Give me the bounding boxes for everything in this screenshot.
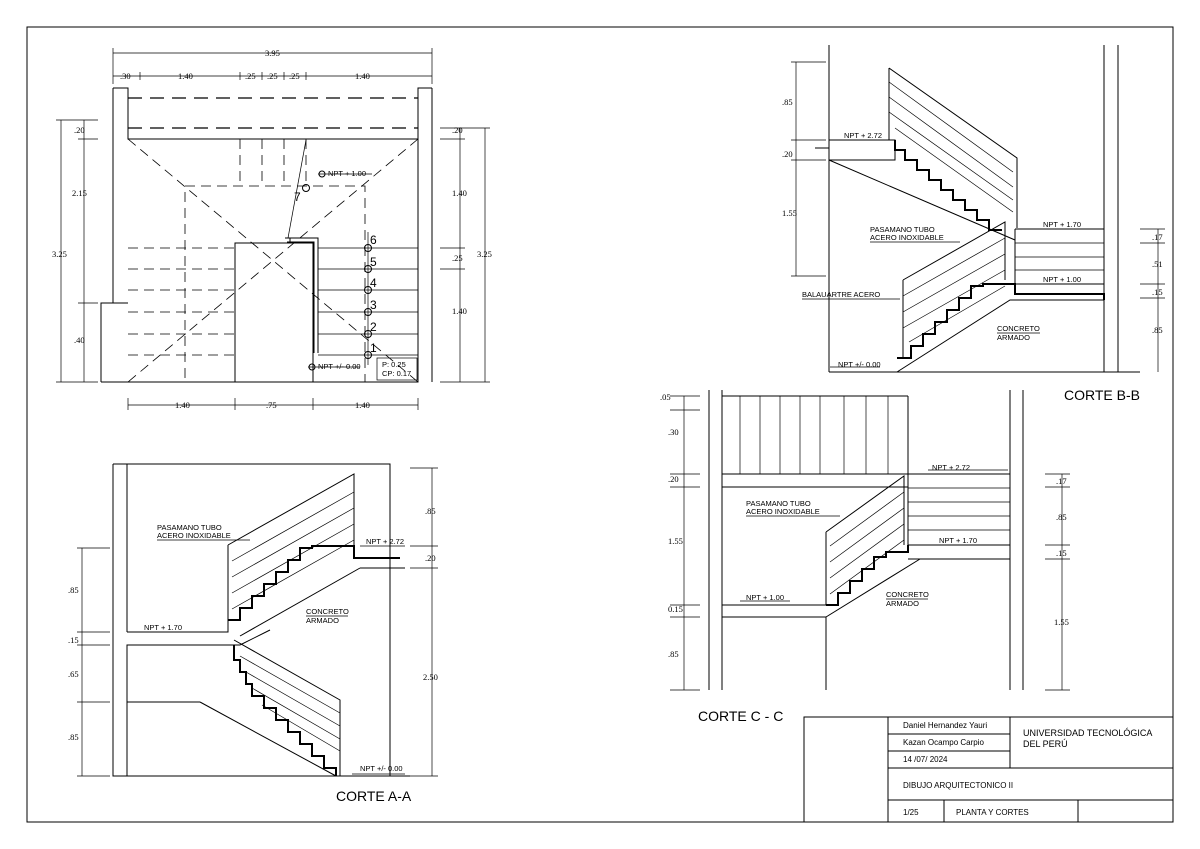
aa-dim-left-0: .85 (68, 585, 79, 595)
step-number-4: 4 (370, 276, 377, 290)
university-line-1: UNIVERSIDAD TECNOLÓGICA (1023, 728, 1152, 738)
cc-dim-right-3: 1.55 (1054, 617, 1069, 627)
aa-dim-left-3: .85 (68, 732, 79, 742)
cc-dim-left-2: .20 (668, 474, 679, 484)
cc-npt-272: NPT + 2.72 (932, 463, 970, 472)
stair-plan: 7 6 5 4 3 2 1 NPT + 1.00 NPT +/- 0.00 P:… (52, 48, 492, 410)
bb-dim-left-0: .85 (782, 97, 793, 107)
title-block: Daniel Hernandez Yauri Kazan Ocampo Carp… (803, 716, 1174, 823)
author-2: Kazan Ocampo Carpio (903, 738, 984, 747)
cc-handrail-2: ACERO INOXIDABLE (746, 507, 820, 516)
sheet-name: PLANTA Y CORTES (956, 808, 1029, 817)
cc-npt-100: NPT + 1.00 (746, 593, 784, 602)
bb-npt-000: NPT +/- 0.00 (838, 360, 881, 369)
plan-cp-label: CP: 0.17 (382, 369, 411, 378)
aa-dim-left-2: .65 (68, 669, 79, 679)
cc-dim-left-3: 1.55 (668, 536, 683, 546)
aa-dim-right-2: 2.50 (423, 672, 438, 682)
bb-npt-100: NPT + 1.00 (1043, 275, 1081, 284)
step-number-2: 2 (370, 320, 377, 334)
author-1: Daniel Hernandez Yauri (903, 721, 987, 730)
step-number-5: 5 (370, 255, 377, 269)
section-bb: NPT + 2.72 NPT + 1.70 NPT + 1.00 NPT +/-… (782, 45, 1165, 403)
cc-handrail-1: PASAMANO TUBO (746, 499, 811, 508)
bb-dim-right-3: .85 (1152, 325, 1163, 335)
plan-npt-top: NPT + 1.00 (328, 169, 366, 178)
cc-dim-right-0: .17 (1056, 476, 1067, 486)
aa-handrail-1: PASAMANO TUBO (157, 523, 222, 532)
bb-baluster: BALAUARTRE ACERO (802, 290, 880, 299)
plan-dim-left-1: 2.15 (72, 188, 87, 198)
bb-concrete-1: CONCRETO (997, 324, 1040, 333)
plan-dim-top-0: .30 (120, 71, 131, 81)
plan-dim-bottom-0: 1.40 (175, 400, 190, 410)
section-cc: NPT + 2.72 NPT + 1.70 NPT + 1.00 PASAMAN… (660, 390, 1070, 724)
bb-dim-left-1: .20 (782, 149, 793, 159)
plan-dim-right-total: 3.25 (477, 249, 492, 259)
plan-dim-left-total: 3.25 (52, 249, 67, 259)
plan-dim-left-2: .40 (74, 335, 85, 345)
bb-dim-right-0: .17 (1152, 232, 1163, 242)
aa-concrete-2: ARMADO (306, 616, 339, 625)
cc-dim-left-0: .05 (660, 392, 671, 402)
bb-title: CORTE B-B (1064, 387, 1140, 403)
step-number-6: 6 (370, 233, 377, 247)
cc-dim-right-2: .15 (1056, 548, 1067, 558)
aa-dim-right-1: .20 (425, 553, 436, 563)
course: DIBUJO ARQUITECTONICO II (903, 781, 1013, 790)
scale: 1/25 (903, 808, 919, 817)
plan-npt-bottom: NPT +/- 0.00 (318, 362, 361, 371)
cc-dim-left-4: 0.15 (668, 604, 683, 614)
cc-dim-left-1: .30 (668, 427, 679, 437)
bb-handrail-2: ACERO INOXIDABLE (870, 233, 944, 242)
cc-dim-right-1: .85 (1056, 512, 1067, 522)
plan-dim-top-1: 1.40 (178, 71, 193, 81)
cc-concrete-1: CONCRETO (886, 590, 929, 599)
plan-dim-bottom-2: 1.40 (355, 400, 370, 410)
bb-concrete-2: ARMADO (997, 333, 1030, 342)
aa-handrail-2: ACERO INOXIDABLE (157, 531, 231, 540)
university-line-2: DEL PERÚ (1023, 739, 1068, 749)
step-number-1: 1 (370, 341, 377, 355)
bb-npt-272: NPT + 2.72 (844, 131, 882, 140)
plan-dim-bottom-1: .75 (266, 400, 277, 410)
aa-npt-272: NPT + 2.72 (366, 537, 404, 546)
bb-npt-170: NPT + 1.70 (1043, 220, 1081, 229)
plan-dim-right-1: 1.40 (452, 188, 467, 198)
plan-dim-top-3: .25 (267, 71, 278, 81)
plan-dim-top-2: .25 (245, 71, 256, 81)
bb-dim-right-2: .15 (1152, 287, 1163, 297)
plan-dim-right-3: 1.40 (452, 306, 467, 316)
aa-dim-right-0: .85 (425, 506, 436, 516)
aa-title: CORTE A-A (336, 788, 412, 804)
sheet-border (26, 26, 1174, 823)
plan-dim-right-0: .20 (452, 125, 463, 135)
plan-dim-left-0: .20 (74, 125, 85, 135)
cc-concrete-2: ARMADO (886, 599, 919, 608)
plan-dim-top-4: .25 (289, 71, 300, 81)
date: 14 /07/ 2024 (903, 755, 948, 764)
aa-npt-170: NPT + 1.70 (144, 623, 182, 632)
plan-dim-right-2: .25 (452, 253, 463, 263)
aa-dim-left-1: .15 (68, 635, 79, 645)
cc-title: CORTE C - C (698, 708, 783, 724)
step-number-7: 7 (294, 190, 301, 204)
plan-dim-top-total: 3.95 (265, 48, 280, 58)
bb-handrail-1: PASAMANO TUBO (870, 225, 935, 234)
section-aa: PASAMANO TUBO ACERO INOXIDABLE NPT + 2.7… (68, 463, 438, 804)
cc-npt-170: NPT + 1.70 (939, 536, 977, 545)
aa-concrete-1: CONCRETO (306, 607, 349, 616)
bb-dim-right-1: .51 (1152, 259, 1163, 269)
step-number-3: 3 (370, 298, 377, 312)
bb-dim-left-2: 1.55 (782, 208, 797, 218)
aa-npt-000: NPT +/- 0.00 (360, 764, 403, 773)
plan-dim-top-5: 1.40 (355, 71, 370, 81)
cc-dim-left-5: .85 (668, 649, 679, 659)
plan-p-label: P: 0.25 (382, 360, 406, 369)
